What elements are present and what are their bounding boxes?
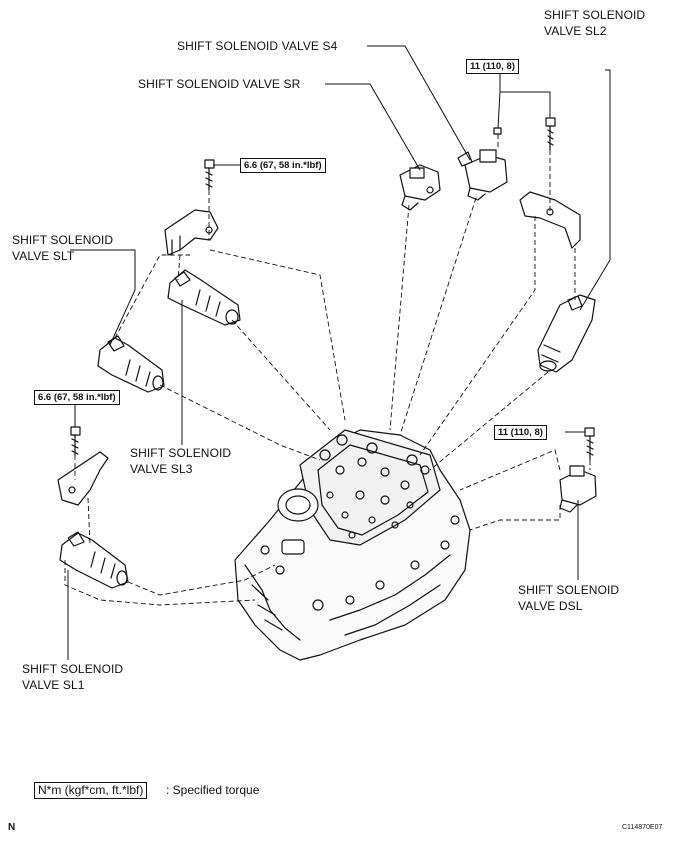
- torque-box-mid-right: 11 (110, 8): [494, 425, 547, 440]
- bolt-mid-right: [584, 427, 595, 461]
- label-slt-line2: VALVE SLT: [12, 249, 75, 263]
- alignment-lines: [64, 134, 591, 606]
- bolt-upper-center: [204, 159, 215, 191]
- label-sl1-line2: VALVE SL1: [22, 678, 85, 692]
- label-slt-line1: SHIFT SOLENOID: [12, 233, 114, 247]
- label-sl3-line1: SHIFT SOLENOID: [130, 446, 232, 460]
- label-sl2-line1: SHIFT SOLENOID: [544, 8, 646, 22]
- corner-mark: N: [8, 822, 16, 833]
- solenoid-s4: [457, 149, 508, 201]
- figure-code: C114870E07: [622, 824, 663, 831]
- bracket-upper-center: [164, 209, 219, 256]
- valve-body: [234, 429, 471, 661]
- bracket-left: [57, 451, 109, 506]
- torque-box-upper-right: 11 (110, 8): [466, 59, 519, 74]
- solenoid-sl3: [167, 269, 241, 326]
- torque-box-left: 6.6 (67, 58 in.*lbf): [34, 390, 120, 405]
- solenoid-slt: [97, 335, 165, 393]
- label-dsl-line2: VALVE DSL: [518, 599, 583, 613]
- label-sr: SHIFT SOLENOID VALVE SR: [138, 77, 301, 91]
- leader-lines: [67, 45, 611, 660]
- bolt-upper-right: [493, 117, 556, 151]
- solenoid-sl2: [537, 294, 596, 373]
- legend-unit-box: N*m (kgf*cm, ft.*lbf): [34, 782, 148, 799]
- legend-text: : Specified torque: [166, 783, 260, 797]
- label-sl3-line2: VALVE SL3: [130, 462, 193, 476]
- torque-box-upper-center: 6.6 (67, 58 in.*lbf): [240, 158, 326, 173]
- label-s4: SHIFT SOLENOID VALVE S4: [177, 39, 338, 53]
- solenoid-sl1: [59, 531, 129, 589]
- label-sl1-line1: SHIFT SOLENOID: [22, 662, 124, 676]
- label-sl2-line2: VALVE SL2: [544, 24, 607, 38]
- label-dsl-line1: SHIFT SOLENOID: [518, 583, 620, 597]
- bolt-left: [70, 426, 81, 456]
- solenoid-sr: [399, 164, 441, 211]
- solenoid-dsl: [559, 465, 597, 513]
